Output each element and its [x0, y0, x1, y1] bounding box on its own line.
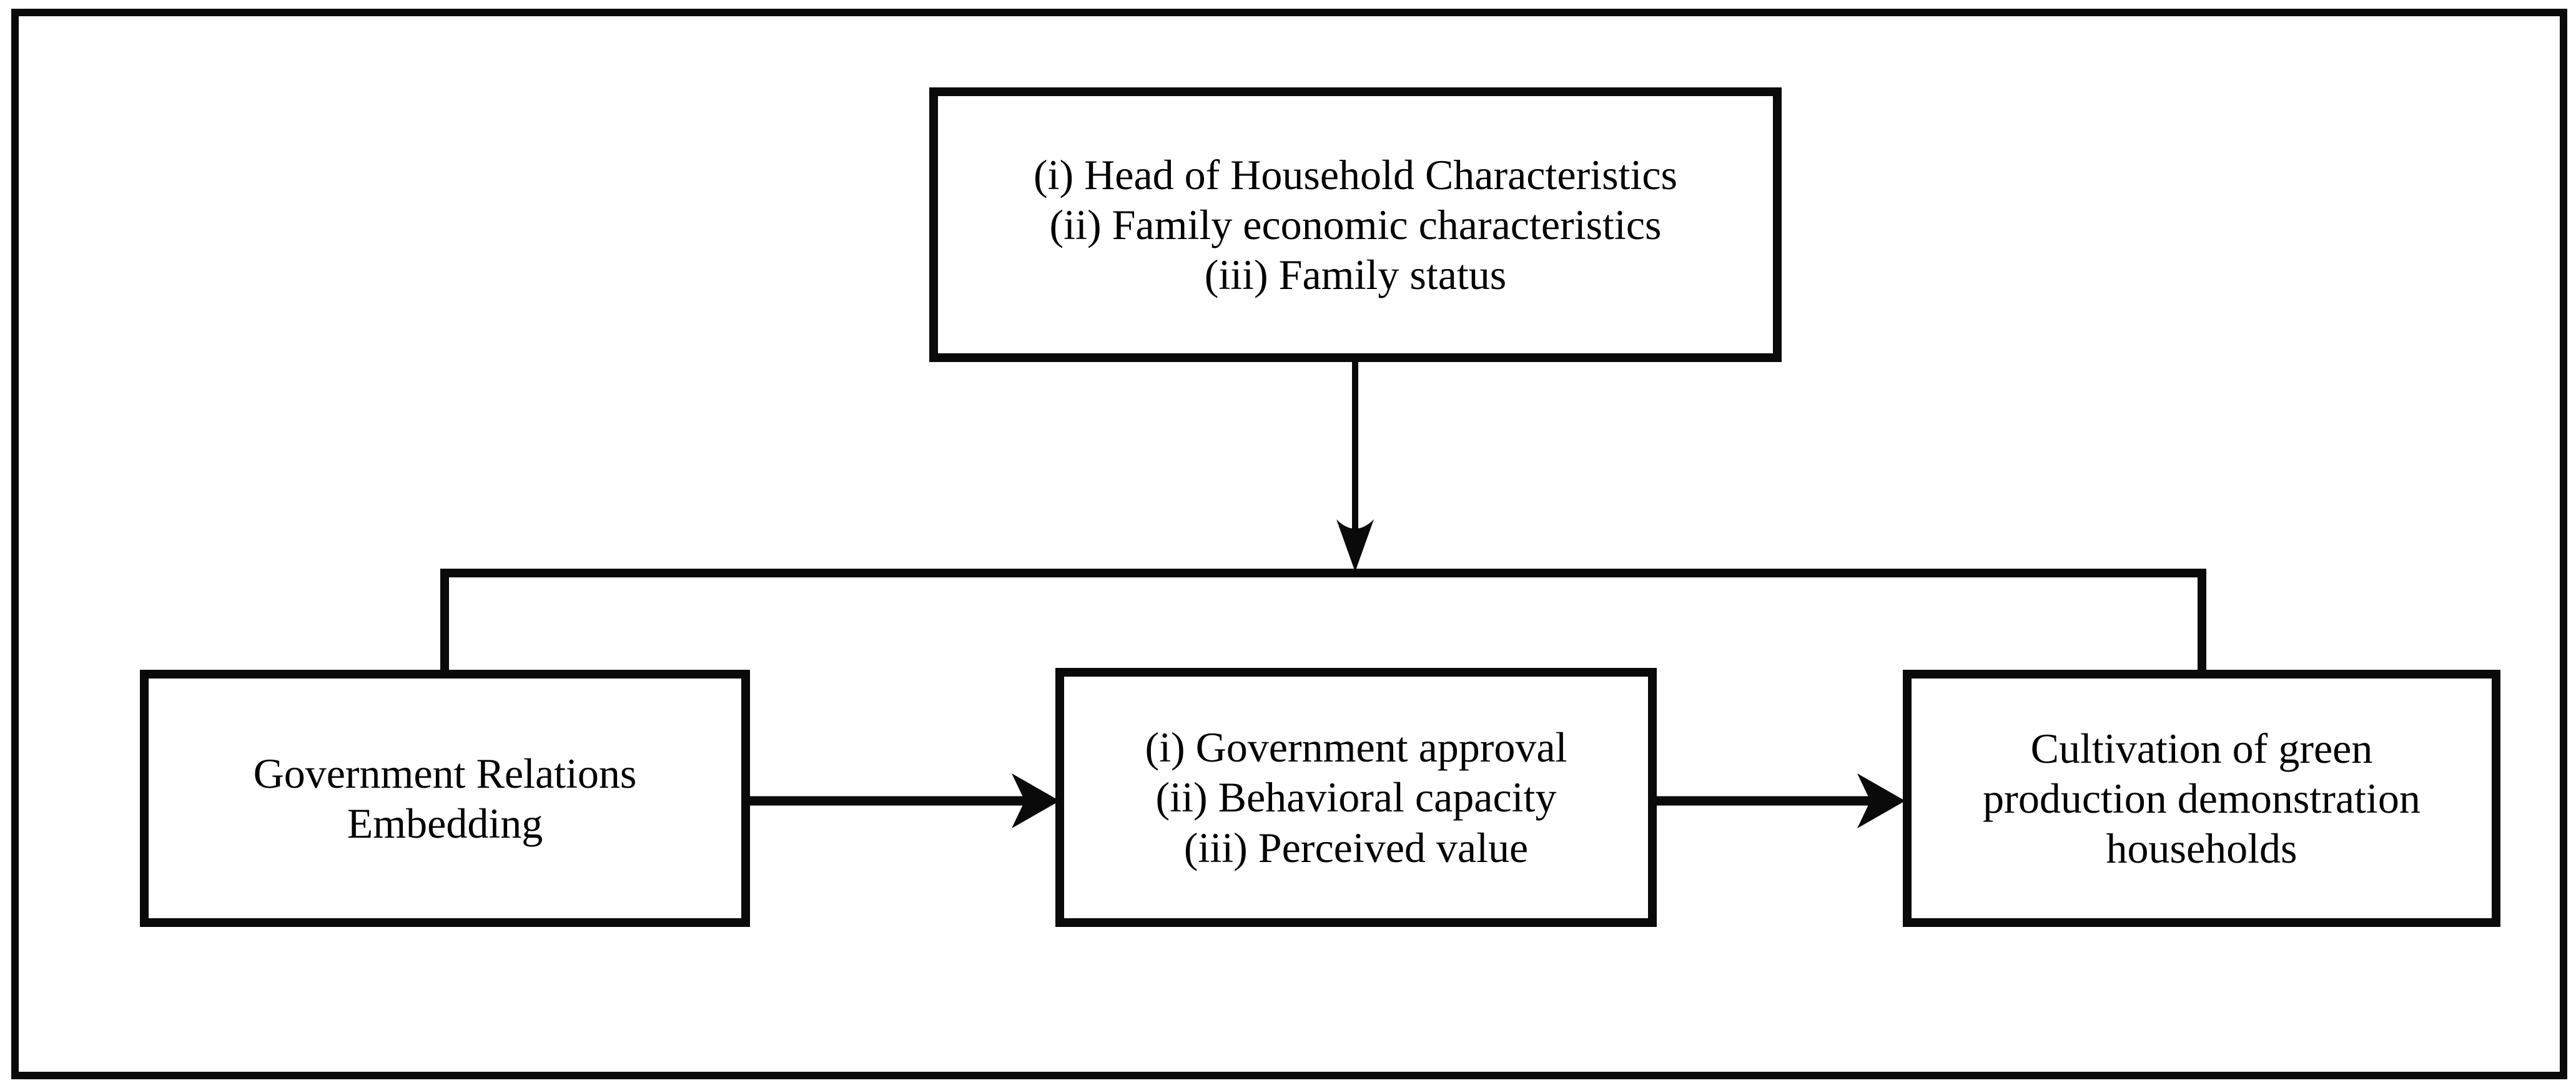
node-text-line: Embedding: [347, 800, 543, 847]
node-text-line: (i) Government approval: [1145, 723, 1567, 772]
node-mediating-factors: (i) Government approval (ii) Behavioral …: [1055, 668, 1657, 927]
node-text-line: households: [2106, 825, 2297, 873]
elbow-connector: [440, 569, 2206, 674]
arrow-left-to-middle-head: [1012, 773, 1060, 828]
diagram-border-frame: [11, 9, 2567, 1079]
arrow-down-head: [1336, 519, 1374, 572]
node-text-line: (ii) Behavioral capacity: [1155, 773, 1557, 821]
node-cultivation-green-production: Cultivation of green production demonstr…: [1903, 670, 2500, 927]
node-text-line: (i) Head of Household Characteristics: [1034, 150, 1677, 198]
node-text-line: (ii) Family economic characteristics: [1049, 200, 1662, 248]
node-text-line: Government Relations: [253, 749, 637, 797]
node-household-characteristics: (i) Head of Household Characteristics (i…: [929, 87, 1782, 362]
node-text-line: production demonstration: [1983, 774, 2421, 822]
node-text-line: (iii) Perceived value: [1183, 823, 1529, 871]
node-text-line: (iii) Family status: [1204, 251, 1507, 299]
node-text-line: Cultivation of green: [2030, 724, 2373, 772]
node-government-relations-embedding: Government Relations Embedding: [140, 670, 750, 927]
arrow-middle-to-right-head: [1857, 773, 1905, 828]
